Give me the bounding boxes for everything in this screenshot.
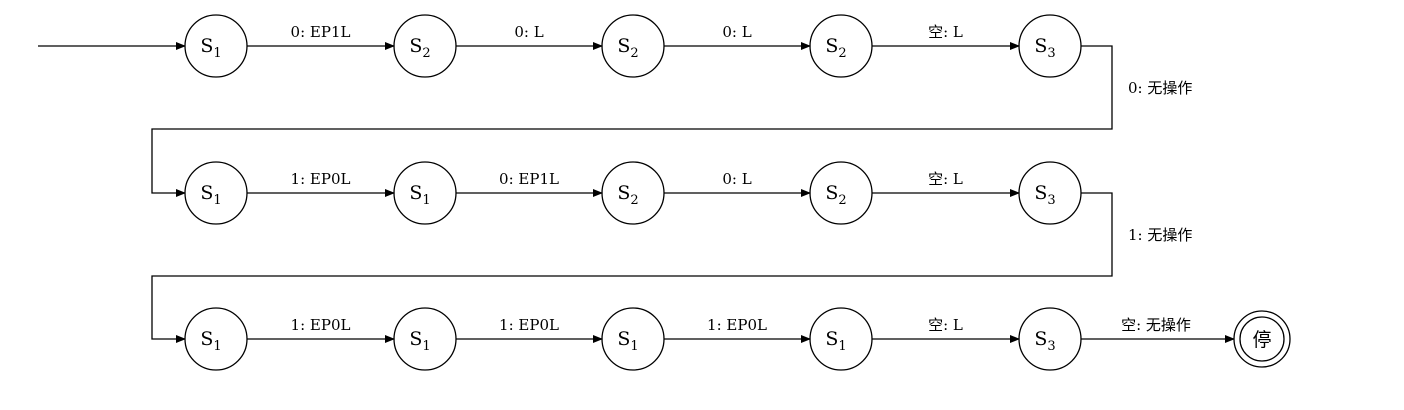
transition-label: 空: L (928, 23, 963, 41)
transition-label: 空: L (928, 170, 963, 188)
final-state-label: 停 (1252, 329, 1271, 351)
state-name: S (409, 35, 422, 57)
transition-label: 空: L (928, 316, 963, 334)
state-label: S1 (200, 35, 221, 61)
state-name: S (825, 328, 838, 350)
transition-label: 0: L (514, 23, 543, 41)
state-node: S1 (184, 161, 248, 225)
state-name: S (825, 182, 838, 204)
state-node: S2 (393, 14, 457, 78)
state-subscript: 3 (1047, 46, 1055, 61)
state-node: S3 (1018, 14, 1082, 78)
transition-label: 1: EP0L (707, 316, 767, 334)
state-name: S (200, 182, 213, 204)
state-subscript: 1 (213, 339, 221, 354)
state-name: S (1034, 35, 1047, 57)
state-label: S1 (409, 182, 430, 208)
state-name: S (617, 35, 630, 57)
wrap-label: 0: 无操作 (1128, 79, 1192, 97)
state-label: S1 (409, 328, 430, 354)
state-node: S2 (601, 161, 665, 225)
state-subscript: 2 (630, 193, 638, 208)
state-subscript: 2 (838, 46, 846, 61)
transition-label: 0: EP1L (291, 23, 351, 41)
state-node: S1 (184, 14, 248, 78)
transition-label: 1: EP0L (291, 316, 351, 334)
transition-label: 0: L (722, 23, 751, 41)
state-node: S1 (393, 307, 457, 371)
state-name: S (200, 328, 213, 350)
state-label: S1 (617, 328, 638, 354)
final-state: 停 (1233, 310, 1291, 368)
state-label: S1 (200, 182, 221, 208)
state-node: S2 (809, 14, 873, 78)
state-subscript: 1 (422, 339, 430, 354)
state-label: S2 (617, 35, 638, 61)
transition-label: 1: EP0L (499, 316, 559, 334)
state-subscript: 1 (213, 193, 221, 208)
state-name: S (1034, 182, 1047, 204)
state-node: S1 (393, 161, 457, 225)
state-name: S (200, 35, 213, 57)
state-node: S2 (601, 14, 665, 78)
state-subscript: 3 (1047, 193, 1055, 208)
state-label: S2 (617, 182, 638, 208)
state-subscript: 1 (213, 46, 221, 61)
state-node: S1 (184, 307, 248, 371)
transition-label: 0: L (722, 170, 751, 188)
wrap-connector (151, 192, 1113, 343)
state-subscript: 1 (838, 339, 846, 354)
state-label: S3 (1034, 182, 1055, 208)
state-subscript: 1 (630, 339, 638, 354)
state-subscript: 2 (422, 46, 430, 61)
state-label: S3 (1034, 328, 1055, 354)
state-label: S2 (825, 35, 846, 61)
state-subscript: 1 (422, 193, 430, 208)
state-node: S2 (809, 161, 873, 225)
state-node: S1 (809, 307, 873, 371)
state-name: S (1034, 328, 1047, 350)
state-node: S3 (1018, 307, 1082, 371)
state-subscript: 2 (838, 193, 846, 208)
final-transition-label: 空: 无操作 (1121, 316, 1191, 334)
state-name: S (825, 35, 838, 57)
state-label: S3 (1034, 35, 1055, 61)
state-subscript: 3 (1047, 339, 1055, 354)
final-state-inner-ring (1239, 316, 1285, 362)
state-label: S2 (825, 182, 846, 208)
wrap-label: 1: 无操作 (1128, 226, 1192, 244)
state-name: S (617, 328, 630, 350)
state-node: S3 (1018, 161, 1082, 225)
state-label: S2 (409, 35, 430, 61)
state-subscript: 2 (630, 46, 638, 61)
state-name: S (409, 328, 422, 350)
state-label: S1 (200, 328, 221, 354)
transition-label: 1: EP0L (291, 170, 351, 188)
state-node: S1 (601, 307, 665, 371)
state-name: S (409, 182, 422, 204)
wrap-connector (151, 45, 1113, 197)
state-name: S (617, 182, 630, 204)
state-label: S1 (825, 328, 846, 354)
transition-label: 0: EP1L (499, 170, 559, 188)
